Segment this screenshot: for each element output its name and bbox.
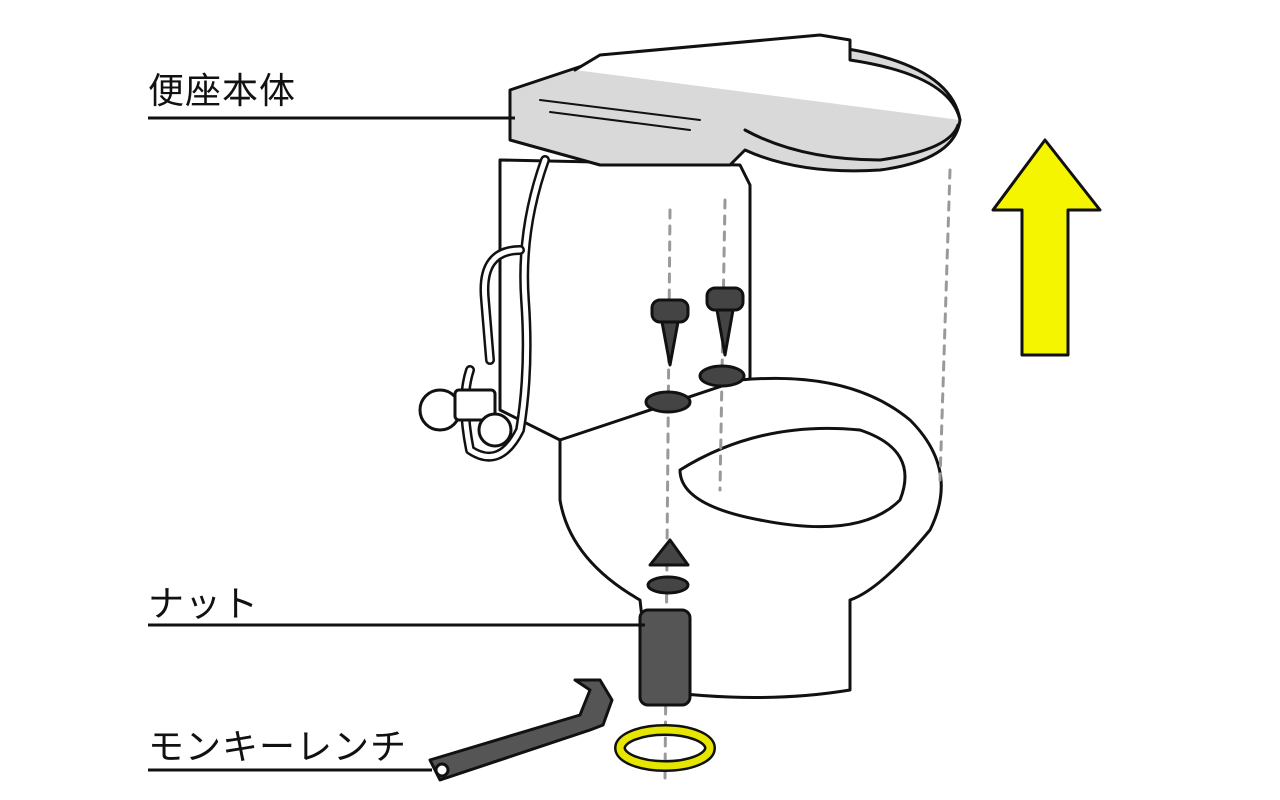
valve-body	[453, 388, 497, 422]
water-pipe-inner	[462, 157, 548, 460]
bolt-right-head	[705, 286, 745, 312]
bolt-left-washer	[644, 390, 692, 414]
nut-part	[638, 608, 692, 707]
seat-grooves	[539, 99, 701, 131]
seat-body-label: 便座本体	[148, 71, 297, 112]
bowl	[558, 376, 943, 699]
bolt-left-screw	[660, 320, 680, 367]
supply-pipe-inner	[481, 247, 523, 363]
nut-label: ナット	[148, 584, 260, 625]
seat-edge	[743, 123, 960, 162]
rotation-arrow-fill	[616, 726, 714, 770]
bolt-right-washer	[698, 364, 746, 388]
seat-lid	[573, 33, 962, 122]
valve-screw	[477, 412, 513, 448]
guide-line-right	[938, 168, 952, 482]
wrench-label: モンキーレンチ	[148, 727, 408, 768]
bolt-left	[644, 298, 692, 414]
bolt-left-head	[650, 298, 690, 324]
bowl-opening	[678, 426, 907, 529]
bolt-right	[698, 286, 746, 388]
leader-lines	[148, 116, 645, 772]
wrench-hole	[434, 762, 450, 778]
wrench-icon	[428, 678, 614, 782]
cone	[648, 538, 690, 567]
washer	[646, 575, 690, 595]
up-arrow-icon	[991, 138, 1102, 357]
bolt-right-screw	[715, 308, 735, 357]
